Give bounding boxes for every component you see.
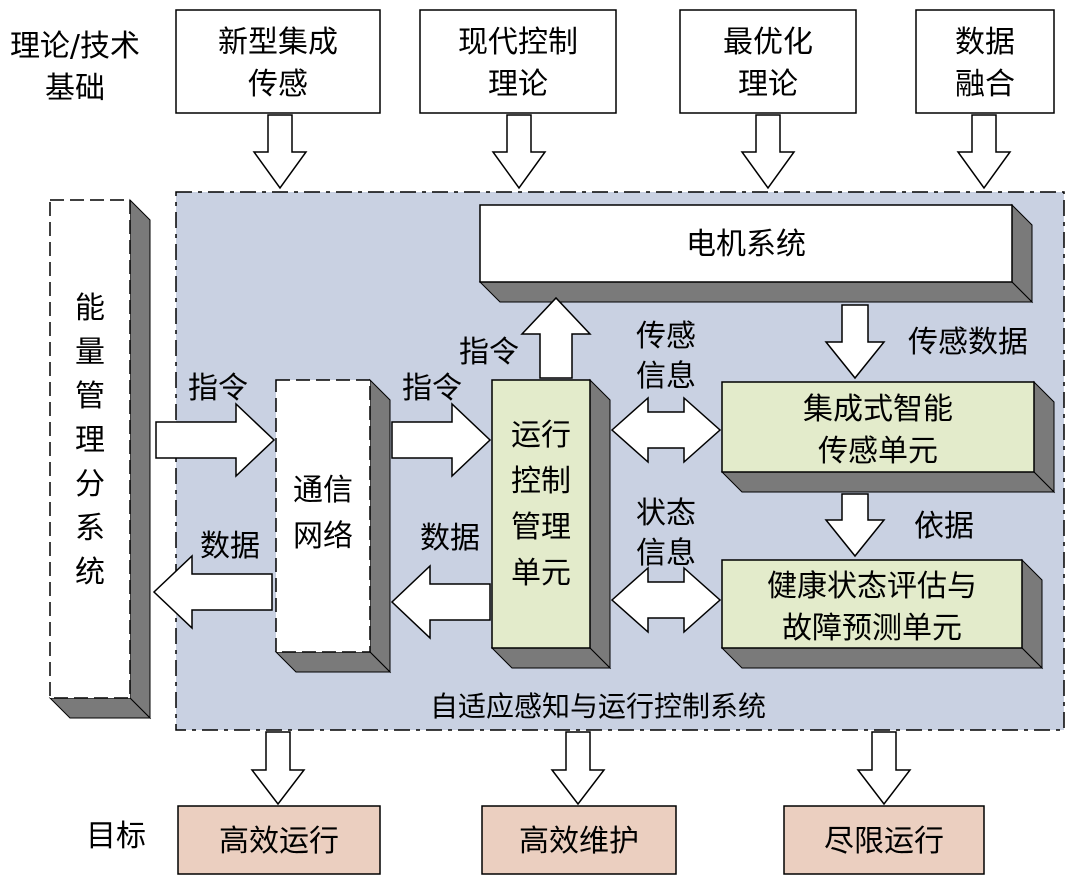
control-unit-block: 运行 控制 管理 单元 — [490, 378, 612, 670]
theory-box-optimization-line2: 理论 — [738, 67, 798, 102]
label-sense-info-2: 信息 — [636, 359, 696, 394]
theory-down-arrows — [252, 114, 1012, 190]
health-label-line2: 故障预测单元 — [782, 611, 962, 646]
theory-box-control — [419, 9, 617, 114]
energy-char-5: 分 — [75, 467, 105, 502]
down-arrow-2 — [491, 114, 547, 190]
label-sense-info-1: 传感 — [636, 319, 696, 354]
sense-info-arrow — [610, 396, 722, 464]
theory-box-sensing — [175, 9, 381, 114]
theory-label-line2: 基础 — [45, 71, 105, 106]
label-data-comm: 数据 — [420, 521, 480, 556]
label-sense-data: 传感数据 — [908, 325, 1028, 360]
goal-arrow-1 — [250, 731, 306, 806]
down-arrow-4 — [956, 114, 1012, 190]
up-arrow-control — [520, 296, 592, 379]
theory-box-sensing-line2: 传感 — [248, 67, 308, 102]
label-state-info-1: 状态 — [636, 496, 696, 531]
sensing-label-line2: 传感单元 — [818, 434, 938, 469]
state-info-arrow — [610, 566, 722, 634]
label-cmd-up: 指令 — [459, 335, 519, 370]
label-data-energy: 数据 — [200, 529, 260, 564]
energy-char-2: 量 — [75, 335, 105, 370]
comm-label-line2: 网络 — [293, 519, 353, 554]
goal-box-3 — [783, 805, 985, 875]
control-label-line1: 运行 — [511, 418, 571, 453]
label-state-info-2: 信息 — [636, 536, 696, 571]
goal-down-arrows — [250, 731, 912, 806]
energy-char-3: 管 — [75, 379, 105, 414]
theory-box-fusion — [915, 9, 1055, 114]
control-label-line2: 控制 — [511, 464, 571, 499]
health-unit-block: 健康状态评估与 故障预测单元 — [720, 558, 1044, 670]
energy-char-7: 统 — [75, 555, 105, 590]
goal-text-3: 尽限运行 — [824, 824, 944, 859]
theory-boxes: 理论/技术 基础 新型集成 传感 现代控制 理论 最优化 理论 数据 融合 — [10, 9, 1055, 114]
energy-char-1: 能 — [75, 291, 105, 326]
control-label-line4: 单元 — [511, 556, 571, 591]
theory-box-control-line1: 现代控制 — [458, 25, 578, 60]
goal-arrow-2 — [550, 731, 606, 806]
sensing-label-line1: 集成式智能 — [803, 392, 953, 427]
system-caption: 自适应感知与运行控制系统 — [430, 690, 766, 723]
label-cmd-comm: 指令 — [402, 371, 462, 406]
theory-box-optimization-line1: 最优化 — [723, 25, 813, 60]
goals: 目标 高效运行 高效维护 尽限运行 — [86, 805, 985, 875]
arrow-labels: 指令 数据 指令 数据 指令 传感 信息 状态 信息 传感数据 依据 — [188, 319, 1028, 571]
goal-arrow-3 — [856, 731, 912, 806]
cmd-arrow-energy — [155, 402, 276, 478]
data-arrow-energy — [152, 554, 273, 630]
control-label-line3: 管理 — [511, 510, 571, 545]
theory-box-fusion-line1: 数据 — [955, 25, 1015, 60]
motor-system-label: 电机系统 — [686, 227, 806, 262]
energy-char-4: 理 — [75, 423, 105, 458]
label-cmd-energy: 指令 — [188, 371, 248, 406]
basis-arrow — [824, 493, 886, 558]
energy-char-6: 系 — [75, 511, 105, 546]
theory-box-optimization — [679, 9, 857, 114]
system-arrows — [152, 296, 886, 640]
goal-box-2 — [481, 805, 677, 875]
comm-network-block: 通信 网络 — [274, 378, 392, 674]
sense-data-arrow — [824, 304, 886, 380]
health-label-line1: 健康状态评估与 — [767, 569, 977, 604]
theory-box-control-line2: 理论 — [488, 67, 548, 102]
sensing-unit-block: 集成式智能 传感单元 — [720, 380, 1056, 494]
label-basis: 依据 — [914, 509, 974, 544]
data-arrow-comm — [390, 564, 491, 640]
goal-box-1 — [177, 805, 381, 875]
motor-system-block: 电机系统 — [478, 203, 1034, 304]
comm-label-line1: 通信 — [293, 473, 353, 508]
theory-label-line1: 理论/技术 — [10, 29, 140, 64]
goal-text-1: 高效运行 — [219, 824, 339, 859]
theory-box-sensing-line1: 新型集成 — [218, 25, 338, 60]
energy-subsystem: 能 量 管 理 分 系 统 — [48, 198, 152, 720]
down-arrow-3 — [740, 114, 796, 190]
down-arrow-1 — [252, 114, 308, 190]
cmd-arrow-comm — [391, 402, 492, 478]
theory-box-fusion-line2: 融合 — [955, 67, 1015, 102]
goal-label: 目标 — [86, 819, 146, 854]
goal-text-2: 高效维护 — [519, 824, 639, 859]
